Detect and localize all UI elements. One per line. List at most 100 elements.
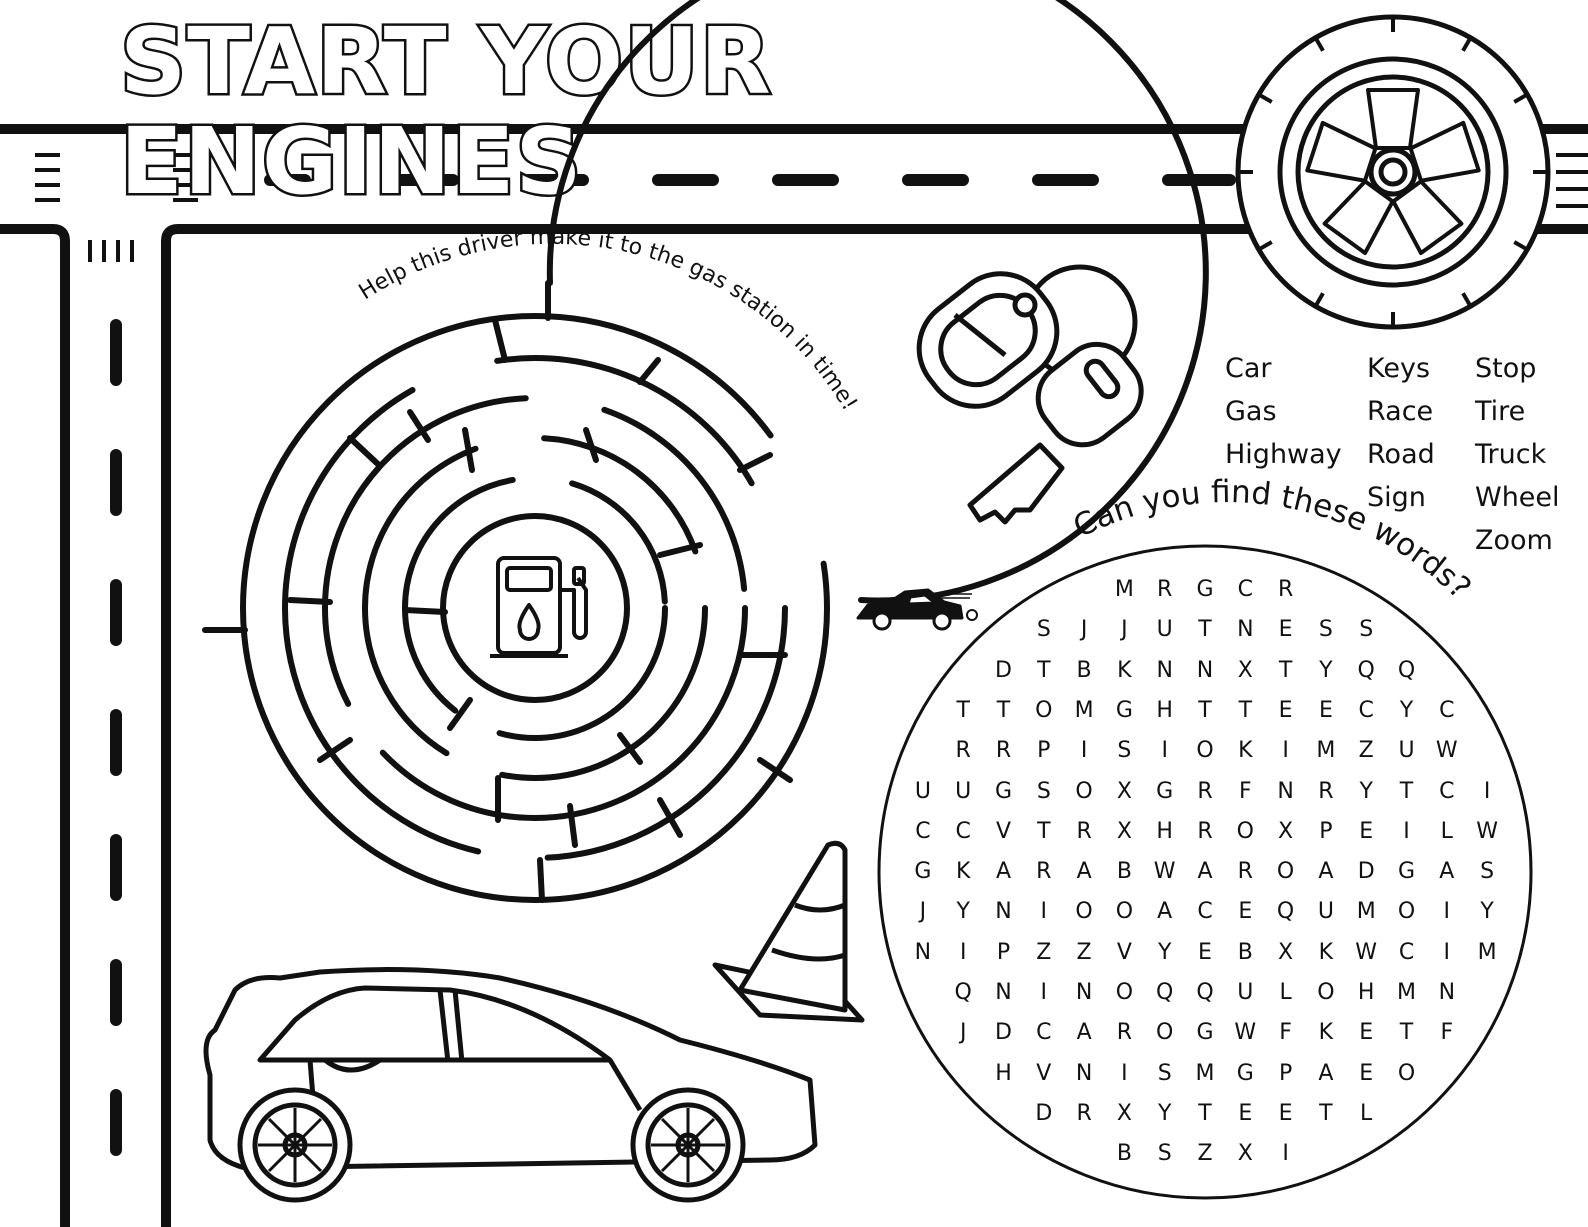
word-search-letter[interactable]: E	[1198, 939, 1212, 965]
word-search-letter[interactable]: Q	[954, 980, 972, 1005]
word-search-letter[interactable]: P	[996, 939, 1011, 965]
word-search-letter[interactable]: I	[959, 939, 967, 965]
word-search-letter[interactable]: Z	[1197, 1141, 1213, 1167]
word-search-letter[interactable]: M	[1195, 1060, 1215, 1086]
word-search-letter[interactable]: L	[1279, 980, 1292, 1005]
word-search-letter[interactable]: S	[1359, 617, 1374, 643]
word-search-letter[interactable]: Y	[956, 899, 970, 925]
word-search-letter[interactable]: V	[1036, 1060, 1052, 1086]
word-search-letter[interactable]: C	[1358, 697, 1374, 723]
word-search-letter[interactable]: W	[1234, 1020, 1257, 1046]
word-search-letter[interactable]: A	[995, 859, 1012, 885]
word-search-letter[interactable]: I	[1403, 818, 1410, 844]
word-search-letter[interactable]: E	[1359, 1060, 1374, 1086]
word-search-letter[interactable]: F	[1238, 778, 1252, 804]
word-search-letter[interactable]: R	[1237, 859, 1253, 885]
word-search-letter[interactable]: T	[956, 697, 970, 723]
word-search-letter[interactable]: T	[1319, 1100, 1333, 1126]
word-search-letter[interactable]: L	[1360, 1100, 1373, 1126]
word-search-letter[interactable]: X	[1116, 1100, 1132, 1126]
word-search-letter[interactable]: G	[914, 859, 932, 885]
word-search-letter[interactable]: N	[1277, 778, 1294, 804]
word-search-letter[interactable]: H	[1156, 697, 1173, 723]
word-search-letter[interactable]: O	[1075, 899, 1093, 925]
word-search-letter[interactable]: R	[1197, 818, 1213, 844]
word-search-letter[interactable]: D	[1035, 1100, 1053, 1126]
word-search-letter[interactable]: T	[1037, 657, 1051, 683]
word-search-letter[interactable]: O	[1276, 859, 1295, 885]
word-search-letter[interactable]: T	[1198, 697, 1212, 723]
word-search-letter[interactable]: Y	[1359, 778, 1373, 804]
word-search-letter[interactable]: G	[1115, 697, 1133, 723]
word-search-letter[interactable]: R	[1197, 778, 1213, 804]
word-search-letter[interactable]: E	[1359, 818, 1374, 844]
word-search-letter[interactable]: A	[1439, 859, 1455, 885]
word-search-letter[interactable]: Y	[1157, 939, 1172, 965]
word-search-letter[interactable]: Z	[1076, 939, 1092, 965]
word-search-letter[interactable]: G	[994, 778, 1013, 804]
word-search-letter[interactable]: E	[1359, 1020, 1374, 1046]
word-search-letter[interactable]: E	[1238, 899, 1253, 925]
word-search-letter[interactable]: W	[1153, 859, 1176, 885]
word-search-letter[interactable]: I	[1282, 1141, 1289, 1167]
word-search-letter[interactable]: R	[1116, 1020, 1133, 1046]
word-search-letter[interactable]: I	[1040, 980, 1048, 1005]
word-search-letter[interactable]: N	[995, 899, 1012, 925]
word-search-letter[interactable]: S	[1036, 778, 1051, 804]
word-search-letter[interactable]: E	[1238, 1100, 1253, 1126]
word-search-letter[interactable]: X	[1278, 939, 1294, 965]
word-search-letter[interactable]: K	[1318, 939, 1334, 965]
word-search-letter[interactable]: O	[1156, 1020, 1174, 1046]
word-search-letter[interactable]: T	[1399, 1020, 1414, 1046]
word-search-letter[interactable]: C	[1197, 899, 1213, 925]
word-search-letter[interactable]: M	[1397, 980, 1416, 1005]
word-search-letter[interactable]: R	[1318, 778, 1334, 804]
word-search-letter[interactable]: J	[919, 899, 927, 925]
word-search-letter[interactable]: D	[995, 657, 1012, 683]
word-search-letter[interactable]: G	[1196, 1020, 1214, 1046]
word-search-letter[interactable]: P	[1278, 1060, 1293, 1086]
word-search-letter[interactable]: S	[1117, 738, 1132, 764]
word-search-letter[interactable]: O	[1115, 980, 1134, 1005]
word-search-letter[interactable]: T	[1198, 617, 1212, 643]
word-search-letter[interactable]: O	[1397, 1060, 1416, 1086]
word-search-letter[interactable]: S	[1036, 617, 1051, 643]
word-search-letter[interactable]: J	[1121, 617, 1128, 643]
word-search-letter[interactable]: R	[995, 738, 1012, 764]
word-search-letter[interactable]: H	[1156, 818, 1173, 844]
word-search-letter[interactable]: E	[1278, 617, 1293, 643]
word-search-letter[interactable]: T	[1198, 1100, 1212, 1126]
word-search-letter[interactable]: T	[1399, 778, 1414, 804]
word-search-letter[interactable]: Y	[1157, 1100, 1172, 1126]
word-search-letter[interactable]: A	[1318, 1060, 1334, 1086]
word-search-letter[interactable]: C	[1439, 697, 1455, 723]
word-search-letter[interactable]: U	[1156, 617, 1173, 643]
word-search-letter[interactable]: A	[1197, 859, 1213, 885]
word-search-letter[interactable]: E	[1278, 697, 1293, 723]
word-search-letter[interactable]: U	[1317, 899, 1334, 925]
word-search-letter[interactable]: Q	[1196, 980, 1214, 1005]
word-search-letter[interactable]: O	[1075, 778, 1093, 804]
word-search-letter[interactable]: D	[995, 1020, 1012, 1046]
word-search-letter[interactable]: O	[1236, 818, 1254, 844]
word-search-letter[interactable]: C	[1398, 939, 1415, 965]
word-search-letter[interactable]: W	[1355, 939, 1378, 965]
word-search-letter[interactable]: C	[1237, 577, 1253, 602]
word-search-letter[interactable]: I	[1040, 899, 1048, 925]
word-search-letter[interactable]: N	[1075, 1060, 1093, 1086]
word-search-letter[interactable]: R	[1277, 577, 1294, 602]
word-search-letter[interactable]: W	[1435, 738, 1458, 764]
word-search-letter[interactable]: W	[1476, 818, 1498, 844]
word-search-letter[interactable]: D	[1357, 859, 1375, 885]
word-search-letter[interactable]: I	[1080, 738, 1088, 764]
word-search-letter[interactable]: K	[1318, 1020, 1334, 1046]
word-search-letter[interactable]: U	[914, 778, 931, 804]
word-search-letter[interactable]: O	[1035, 697, 1053, 723]
word-search-letter[interactable]: R	[955, 738, 971, 764]
word-search-letter[interactable]: Q	[1397, 657, 1416, 683]
word-search-letter[interactable]: O	[1397, 899, 1416, 925]
word-search-letter[interactable]: K	[1117, 657, 1132, 683]
word-search-letter[interactable]: R	[1157, 577, 1173, 602]
word-search-letter[interactable]: Y	[1480, 899, 1494, 925]
word-search-letter[interactable]: C	[955, 818, 971, 844]
